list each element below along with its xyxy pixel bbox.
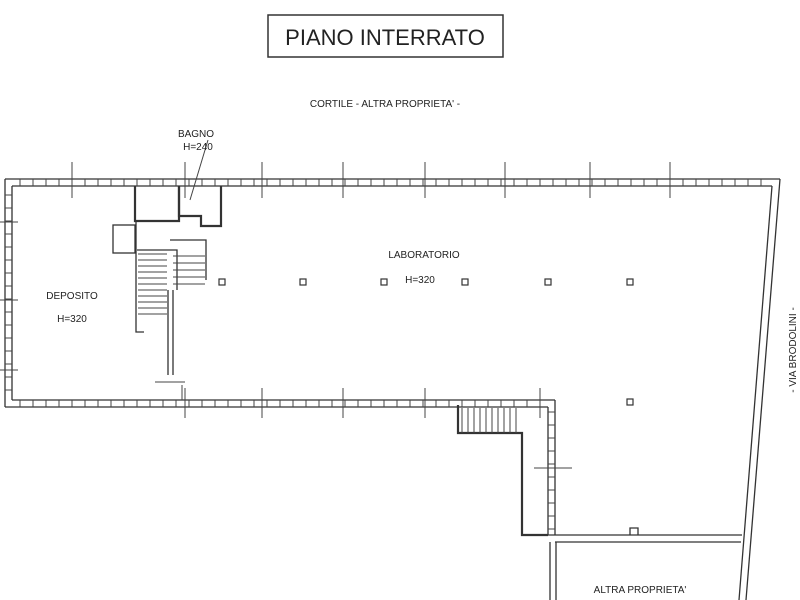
room-name-bagno: BAGNO xyxy=(178,129,214,140)
wall-hatching xyxy=(5,179,762,530)
south-east-label: ALTRA PROPRIETA' xyxy=(594,585,687,596)
room-height-laboratorio: H=320 xyxy=(405,275,435,286)
columns xyxy=(218,278,634,406)
stair-lower xyxy=(456,405,548,537)
column xyxy=(218,278,226,286)
room-name-laboratorio: LABORATORIO xyxy=(388,250,460,261)
east-label: - VIA BRODOLINI - xyxy=(788,307,799,393)
room-height-deposito: H=320 xyxy=(57,314,87,325)
column xyxy=(544,278,552,286)
room-name-deposito: DEPOSITO xyxy=(46,291,98,302)
column xyxy=(380,278,388,286)
north-label: CORTILE - ALTRA PROPRIETA' - xyxy=(310,99,460,110)
title-box xyxy=(267,14,504,58)
column xyxy=(626,278,634,286)
outer-walls xyxy=(4,178,781,600)
room-height-bagno: H=240 xyxy=(183,142,213,153)
plan-title: PIANO INTERRATO xyxy=(285,25,485,50)
column xyxy=(461,278,469,286)
column xyxy=(299,278,307,286)
column xyxy=(626,398,634,406)
axis-ticks xyxy=(0,162,671,469)
inner-walls xyxy=(112,139,223,400)
